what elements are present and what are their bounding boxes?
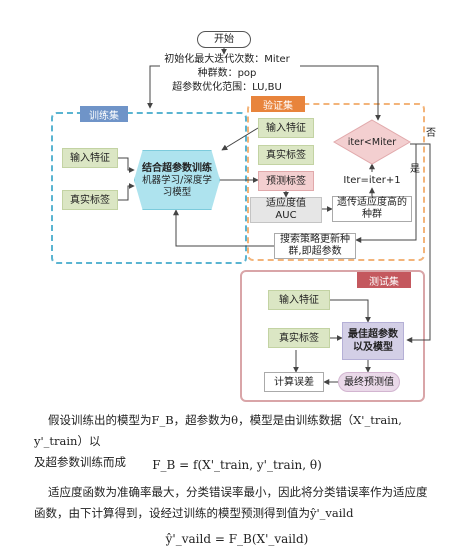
train-model-title: 结合超参数训练 xyxy=(142,162,212,174)
valid-input-feature: 输入特征 xyxy=(258,118,314,138)
fitness-node: 适应度值 AUC xyxy=(250,197,322,223)
decision-yes-label: 是 xyxy=(410,164,420,175)
training-region xyxy=(51,112,247,264)
paragraph-2: 适应度函数为准确率最大，分类错误率最小，因此将分类错误率作为适应度 函数，由下计… xyxy=(34,482,452,524)
formula-1: F_B = f(X'_train, y'_train, θ) xyxy=(152,458,322,472)
final-pred-node: 最终预测值 xyxy=(338,372,400,392)
best-model-line-1: 最佳超参数 xyxy=(348,329,398,340)
paragraph-1-line-2: 及超参数训练而成 xyxy=(34,455,126,469)
paragraph-2-line-2: 函数，由下计算得到，设经过训练的模型预测得到值为ŷ'_vaild xyxy=(34,506,354,520)
paragraph-2-line-1: 适应度函数为准确率最大，分类错误率最小，因此将分类错误率作为适应度 xyxy=(48,485,428,499)
calc-error-node: 计算误差 xyxy=(264,372,324,392)
best-model-node: 最佳超参数 以及模型 xyxy=(342,322,404,360)
iter-increment: Iter=iter+1 xyxy=(334,173,410,187)
formula-2: ŷ'_vaild = F_B(X'_vaild) xyxy=(165,532,309,546)
test-true-label: 真实标签 xyxy=(268,328,330,348)
fitness-line-1: 适应度值 xyxy=(266,198,306,209)
train-true-label: 真实标签 xyxy=(62,190,118,210)
train-model-subtitle: 机器学习/深度学习模型 xyxy=(142,174,212,198)
validation-region xyxy=(247,103,425,261)
train-model-node: 结合超参数训练 机器学习/深度学习模型 xyxy=(134,150,220,210)
valid-pred-label: 预测标签 xyxy=(258,171,314,191)
decision-node: iter<Miter xyxy=(347,136,397,148)
init-line-2: 种群数：pop xyxy=(197,68,257,79)
init-node: 初始化最大迭代次数：Miter 种群数：pop 超参数优化范围：LU,BU xyxy=(150,52,304,96)
init-line-1: 初始化最大迭代次数：Miter xyxy=(164,54,290,65)
validation-tag: 验证集 xyxy=(251,96,305,112)
keep-fittest-node: 遗传适应度高的种群 xyxy=(332,196,412,222)
start-node: 开始 xyxy=(197,31,251,48)
decision-no-label: 否 xyxy=(426,128,436,139)
test-tag: 测试集 xyxy=(357,272,411,288)
init-line-3: 超参数优化范围：LU,BU xyxy=(172,82,282,93)
valid-true-label: 真实标签 xyxy=(258,145,314,165)
test-region xyxy=(240,270,425,402)
test-input-feature: 输入特征 xyxy=(268,290,330,310)
paragraph-1: 假设训练出的模型为F_B，超参数为θ，模型是由训练数据（X'_train, y'… xyxy=(34,410,452,473)
fitness-line-2: AUC xyxy=(275,210,297,221)
best-model-line-2: 以及模型 xyxy=(353,342,393,353)
paragraph-1-line-1: 假设训练出的模型为F_B，超参数为θ，模型是由训练数据（X'_train, y'… xyxy=(34,413,402,448)
train-input-feature: 输入特征 xyxy=(62,148,118,168)
training-tag: 训练集 xyxy=(80,106,128,122)
search-strategy-node: 搜索策略更新种群,即超参数 xyxy=(274,233,356,259)
